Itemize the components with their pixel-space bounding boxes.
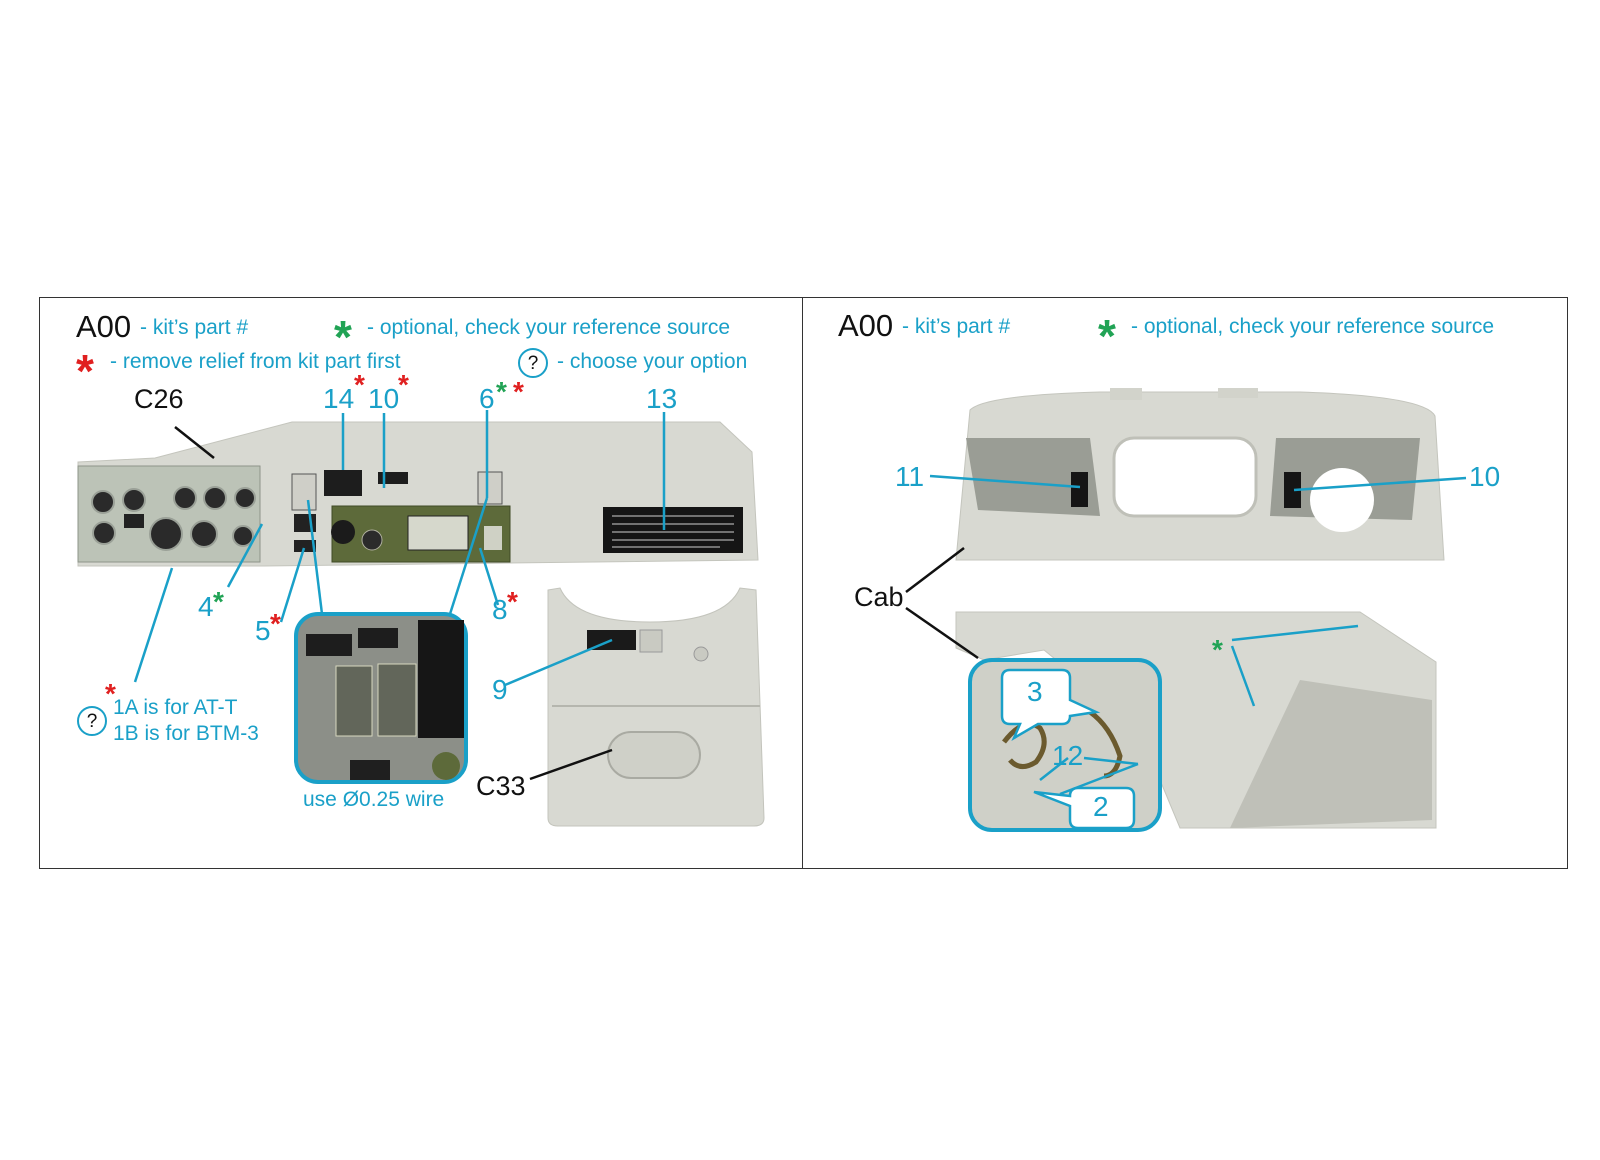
remove-relief-marker-icon: *: [76, 345, 94, 397]
remove-marker-6-icon: *: [513, 376, 524, 407]
label-3: 3: [1027, 676, 1043, 707]
optional-marker-cab-icon: *: [1212, 634, 1223, 665]
leader-lines-right: [929, 474, 1467, 796]
cab-part-top: [955, 388, 1445, 561]
remove-marker-14-icon: *: [354, 369, 365, 400]
zoom-detail-wire: [294, 612, 468, 784]
callout-balloons: [1000, 668, 1136, 830]
legend-remove-text: - remove relief from kit part first: [110, 350, 401, 373]
label-c26: C26: [134, 384, 184, 414]
label-cab: Cab: [854, 582, 904, 612]
plate-part-c33: [547, 587, 765, 827]
legend-optional-text-right: - optional, check your reference source: [1131, 315, 1495, 338]
legend-part-text-right: - kit’s part #: [902, 315, 1011, 338]
label-2: 2: [1093, 791, 1109, 822]
label-4: 4: [198, 591, 214, 622]
leader-lines-cab: [905, 547, 979, 660]
legend-part-code-right: A00: [838, 308, 894, 343]
label-10: 10: [368, 383, 400, 414]
option-label-1a: 1A is for AT-T: [113, 696, 238, 719]
leader-lines-left: [133, 410, 666, 687]
optional-marker-4-icon: *: [213, 586, 224, 617]
label-12: 12: [1052, 740, 1084, 771]
legend-part-code: A00: [76, 309, 132, 344]
label-13: 13: [646, 383, 678, 414]
label-9: 9: [492, 674, 508, 705]
remove-marker-5-icon: *: [270, 608, 281, 639]
label-6: 6: [479, 383, 495, 414]
optional-marker-icon: *: [334, 311, 352, 363]
dashboard-part-c26: [77, 421, 759, 567]
option-question-1-icon: ?: [77, 706, 107, 736]
remove-marker-1-icon: *: [105, 678, 116, 709]
option-label-1b: 1B is for BTM-3: [113, 722, 259, 745]
label-14: 14: [323, 383, 355, 414]
legend-optional-text: - optional, check your reference source: [367, 316, 731, 339]
remove-marker-10-icon: *: [398, 369, 409, 400]
label-5: 5: [255, 615, 271, 646]
optional-marker-6-icon: *: [496, 376, 507, 407]
label-c33: C33: [476, 771, 526, 801]
option-question-icon: ?: [518, 348, 548, 378]
wire-note: use Ø0.25 wire: [303, 788, 445, 811]
label-11: 11: [895, 461, 925, 492]
legend-part-text: - kit’s part #: [140, 316, 249, 339]
optional-marker-right-icon: *: [1098, 310, 1116, 362]
panel-divider: [802, 297, 803, 869]
legend-option-text: - choose your option: [557, 350, 748, 373]
leader-lines-black: [174, 426, 613, 781]
remove-marker-8-icon: *: [507, 586, 518, 617]
label-8: 8: [492, 594, 508, 625]
label-10-right: 10: [1469, 461, 1501, 492]
instruction-frame: [39, 297, 1568, 869]
